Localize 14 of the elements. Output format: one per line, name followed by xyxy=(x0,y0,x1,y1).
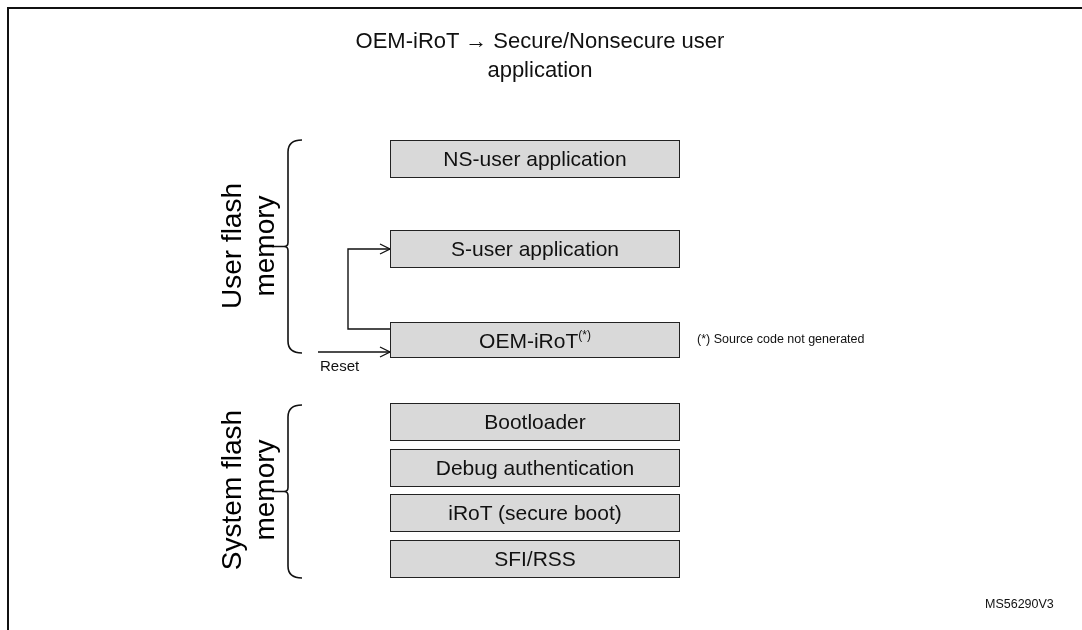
memory-region-label: User flash memory xyxy=(215,182,281,312)
arrow xyxy=(317,346,391,358)
arrow xyxy=(347,243,391,330)
memory-block: Bootloader xyxy=(390,403,680,441)
memory-block: OEM-iRoT$^{(*)}$ xyxy=(390,322,680,358)
figure-id: MS56290V3 xyxy=(985,597,1054,611)
memory-block: iRoT (secure boot) xyxy=(390,494,680,532)
memory-block: NS-user application xyxy=(390,140,680,178)
memory-region-label: System flash memory xyxy=(215,408,281,573)
memory-block: Debug authentication xyxy=(390,449,680,487)
memory-block: SFI/RSS xyxy=(390,540,680,578)
footnote: (*) Source code not generated xyxy=(697,332,865,346)
diagram-title: OEM-iRoT → Secure/Nonsecure user application xyxy=(354,27,726,84)
memory-block: S-user application xyxy=(390,230,680,268)
